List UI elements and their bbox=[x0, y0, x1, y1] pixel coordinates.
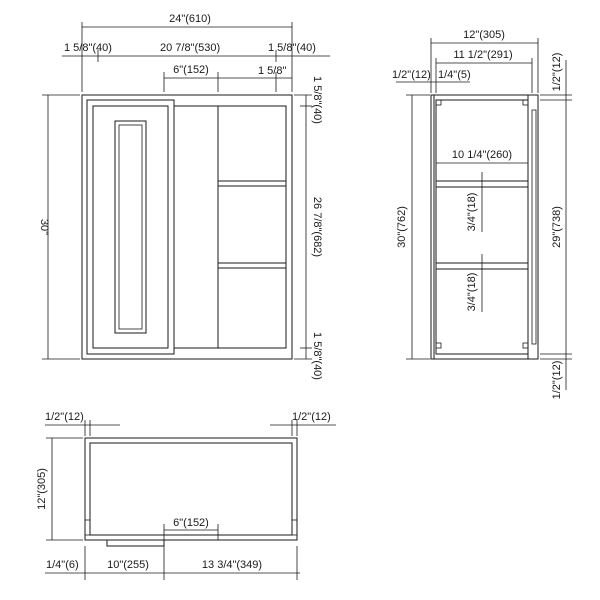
left-stile-label: 1 5/8"(40) bbox=[64, 42, 112, 54]
side-top-bracket bbox=[435, 99, 442, 106]
blind-offset-label: 6"(152) bbox=[173, 64, 209, 76]
interior-height-label: 29"(738) bbox=[551, 206, 563, 248]
blind-section-label: 10"(255) bbox=[107, 559, 149, 571]
side-top-bracket bbox=[522, 99, 529, 106]
side-bottom-bracket bbox=[522, 342, 529, 349]
right-panel-label: 1/2"(12) bbox=[292, 411, 331, 423]
shelf-thickness-lower-label: 3/4"(18) bbox=[466, 273, 478, 312]
blind-stile-label: 1 5/8" bbox=[258, 65, 286, 77]
side-back-panel bbox=[531, 109, 537, 345]
shelf-depth-label: 10 1/4"(260) bbox=[452, 149, 512, 161]
overall-height-label: 30" bbox=[38, 219, 50, 235]
top-depth-label: 12"(305) bbox=[36, 468, 48, 510]
door-thickness-label: 1/4"(6) bbox=[46, 559, 79, 571]
overall-depth-label: 12"(305) bbox=[463, 29, 505, 41]
shelf-thickness-upper-label: 3/4"(18) bbox=[466, 193, 478, 232]
opening-width-label: 20 7/8"(530) bbox=[160, 42, 220, 54]
left-panel-label: 1/2"(12) bbox=[45, 411, 84, 423]
door-thickness-label: 1/4"(5) bbox=[438, 69, 471, 81]
top-blind-offset-label: 6"(152) bbox=[173, 517, 209, 529]
side-overall-height-label: 30"(762) bbox=[396, 206, 408, 248]
overall-width-label: 24"(610) bbox=[169, 13, 211, 25]
front-door-frame bbox=[92, 105, 169, 349]
bottom-rail-label: 1 5/8"(40) bbox=[311, 332, 323, 380]
top-door bbox=[106, 539, 165, 547]
back-thickness-label: 1/2"(12) bbox=[392, 69, 431, 81]
box-depth-label: 11 1/2"(291) bbox=[453, 49, 512, 61]
blind-stile bbox=[173, 105, 219, 349]
front-door-glass-inner bbox=[118, 124, 143, 330]
front-cabinet-outline bbox=[81, 94, 293, 360]
top-side-bracket bbox=[84, 519, 91, 536]
side-bottom-bracket bbox=[435, 342, 442, 349]
right-stile-label: 1 5/8"(40) bbox=[268, 42, 316, 54]
top-rail-label: 1 5/8"(40) bbox=[311, 76, 323, 124]
front-opening bbox=[217, 105, 287, 349]
front-door-glass-panel bbox=[114, 120, 147, 334]
bottom-panel-label: 1/2"(12) bbox=[551, 361, 563, 400]
front-door bbox=[86, 99, 175, 355]
side-cabinet-outline bbox=[430, 94, 539, 360]
opening-section-label: 13 3/4"(349) bbox=[202, 559, 262, 571]
top-side-bracket bbox=[291, 519, 298, 536]
top-view: 1/2"(12) 1/2"(12) 12"(305) 6"(152) 1/4"(… bbox=[36, 411, 336, 580]
front-view: 24"(610) 1 5/8"(40) 20 7/8"(530) 1 5/8"(… bbox=[38, 13, 330, 380]
side-view: 12"(305) 11 1/2"(291) 1/2"(12) 1/4"(5) 1… bbox=[392, 29, 572, 399]
top-panel-label: 1/2"(12) bbox=[551, 53, 563, 92]
opening-height-label: 26 7/8"(682) bbox=[311, 197, 323, 257]
